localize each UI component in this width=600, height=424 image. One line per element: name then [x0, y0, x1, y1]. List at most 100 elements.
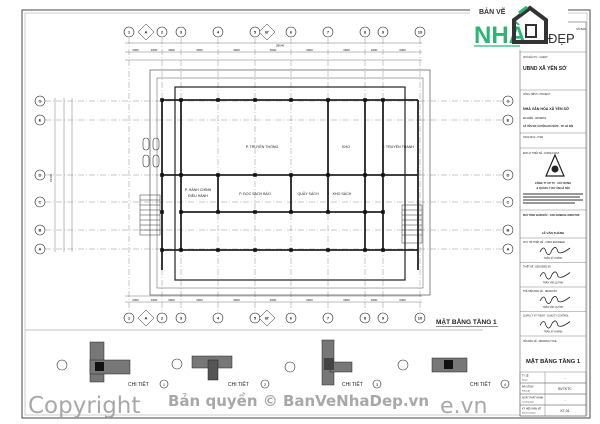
stairs-right: [401, 204, 423, 244]
row-label: TỶ LỆ: [522, 375, 529, 378]
grid-bubble-label: A: [507, 247, 510, 252]
grid-bubble: [34, 169, 46, 181]
grid-bubble: [502, 95, 514, 107]
column: [216, 98, 220, 102]
grid-bubble-label: B: [39, 228, 42, 233]
grid-bubble: [285, 312, 297, 324]
column: [381, 210, 385, 214]
aux-grid-marker: [258, 309, 276, 327]
column: [253, 248, 257, 252]
project-label: CÔNG TRÌNH - PROJECT: [523, 93, 551, 96]
grid-bubble: [285, 26, 297, 38]
column: [179, 98, 183, 102]
company: CÔNG TY CP TV - XÂY DỰNG: [535, 180, 571, 185]
dimension-label: 3300: [399, 48, 406, 52]
grid-bubble-label: 7: [327, 316, 330, 321]
grid-bubble-label: 2: [161, 316, 164, 321]
grid-bubble-label: D: [39, 173, 42, 178]
logo-text-top: BẢN VẼ: [479, 7, 506, 16]
grid-bubble-label: 5: [254, 316, 257, 321]
signature: [539, 271, 571, 280]
column: [326, 98, 330, 102]
signer-name: TRẦN VĂN QUỲNH: [543, 306, 564, 309]
details-band: CHI TIẾT 1 CHI TIẾT 2 CHI TIẾT 3 CHI TIẾ…: [56, 339, 510, 389]
column: [363, 248, 367, 252]
grid-bubble-label: E: [507, 118, 510, 123]
column: [363, 210, 367, 214]
client-label: CHỦ ĐẦU TƯ - CLIENT: [523, 56, 548, 59]
dimension-label: 1800: [371, 298, 378, 302]
grid-bubble: [34, 224, 46, 236]
aux-grid-label: A: [145, 30, 148, 35]
watermark: Copyright Bản quyền © BanVeNhaDep.vn e.v…: [28, 391, 488, 419]
detail-label: CHI TIẾT: [228, 381, 249, 388]
grid-bubble-label: A: [39, 247, 42, 252]
detail-3: CHI TIẾT 3: [284, 339, 382, 389]
row-label: NGÀY PHÁT HÀNH: [522, 397, 543, 400]
walls: [161, 99, 419, 270]
grid-bubble: [34, 95, 46, 107]
column: [216, 248, 220, 252]
row-sublabel: Filecode: [522, 391, 531, 393]
row-value: BVTKTC: [558, 387, 572, 391]
row-label: MÃ SỐ BV: [522, 386, 534, 389]
column: [160, 210, 164, 214]
room-label: P. ĐỌC SÁCH BÁO: [239, 192, 271, 196]
dimension-label: 3300: [132, 48, 139, 52]
address-label: ĐỊA ĐIỂM - ADDRESS: [523, 117, 547, 120]
grid-bubble: [34, 196, 46, 208]
director: LÊ VĂN THÀNH: [542, 230, 564, 235]
title-block-row: [519, 404, 587, 417]
dimension-label: 3600: [168, 298, 175, 302]
watermark-center: Bản quyền © BanVeNhaDep.vn: [168, 391, 429, 410]
column: [326, 210, 330, 214]
column: [289, 173, 293, 177]
row-value: KT-01: [560, 409, 569, 413]
dimension-label: 3600: [306, 298, 313, 302]
column: [253, 173, 257, 177]
dimension-label: 3600: [233, 48, 240, 52]
detail-label: CHI TIẾT: [342, 381, 363, 388]
grid-bubble: [322, 312, 334, 324]
room-label-sub: ĐIỀU HÀNH: [188, 193, 208, 198]
title-block: CHỦ ĐẦU TƯ - CLIENT UBND XÃ YÊN SỞ CÔNG …: [519, 21, 587, 417]
grid-bubble-label: 7: [327, 30, 330, 35]
grid-bubble-label: 4: [217, 30, 220, 35]
room-label: QUẦY SÁCH: [297, 192, 319, 196]
grid-bubble: [175, 26, 187, 38]
grid-bubble: [123, 26, 135, 38]
signer-name: TRẦN VĂN QUỲNH: [543, 282, 564, 285]
stairs-left: [139, 194, 161, 236]
grid-bubble: [414, 312, 426, 324]
grid-bubble: [414, 26, 426, 38]
grid-bubble-label: 3: [180, 30, 183, 35]
overall-dimension: 28640: [276, 44, 285, 48]
row-sublabel: Scale: [522, 380, 528, 382]
sheet-no-label: SỐ BẢN: [576, 26, 586, 31]
signer-name: TRẦN SỸ KHÁNH: [544, 257, 563, 260]
client: UBND XÃ YÊN SỞ: [523, 64, 567, 72]
grid-bubble: [212, 26, 224, 38]
consultant-label: ĐƠN VỊ THIẾT KẾ - CONSULTANT: [523, 152, 560, 155]
grid-bubble-label: 4: [217, 316, 220, 321]
dimension-label: 3600: [270, 298, 277, 302]
company-logo: [545, 153, 565, 177]
dimension-label: 3600: [196, 48, 203, 52]
column: [381, 98, 385, 102]
row-sublabel: Issuing date: [522, 401, 535, 404]
grid-bubble-label: 9: [382, 316, 385, 321]
grid-bubble-label: 9: [382, 30, 385, 35]
column: [179, 210, 183, 214]
column: [289, 98, 293, 102]
column: [253, 98, 257, 102]
column: [253, 210, 257, 214]
detail-number: 2: [264, 382, 267, 387]
column: [326, 173, 330, 177]
row-label: KÝ HIỆU BẢN VẼ: [522, 408, 541, 411]
signature: [539, 247, 571, 255]
aux-grid-marker: [137, 309, 155, 327]
signature: [539, 320, 571, 329]
detail-number: 3: [376, 382, 379, 387]
logo-text-main: NHÀ: [474, 21, 526, 49]
